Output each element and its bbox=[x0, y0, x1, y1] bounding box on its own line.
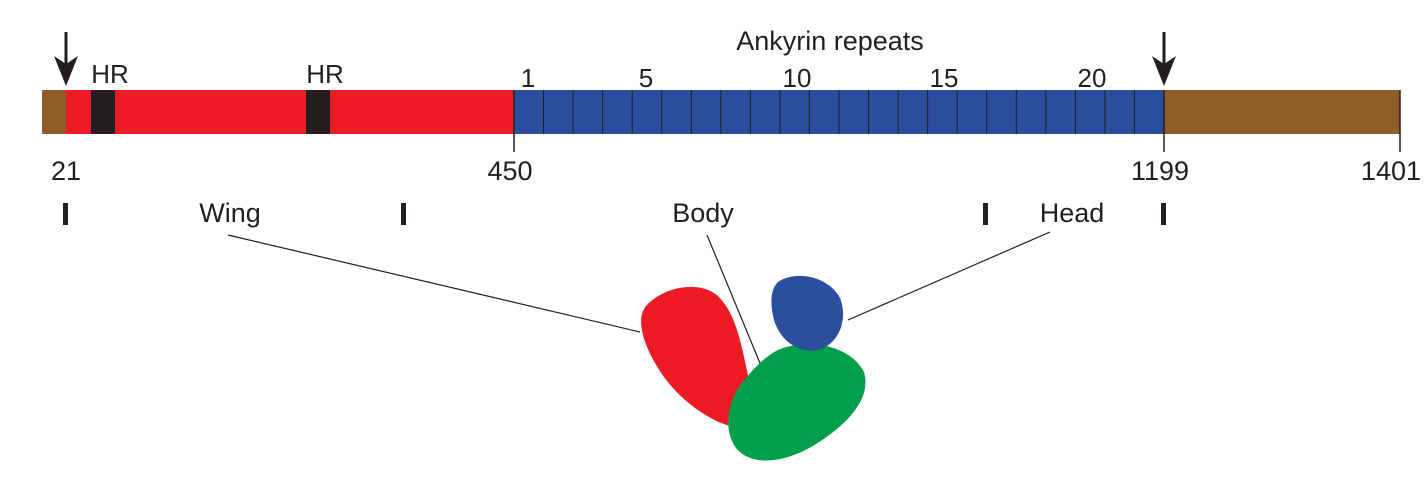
head-domain-shape bbox=[771, 275, 844, 351]
residue-number-1199: 1199 bbox=[1131, 156, 1189, 186]
domain-bar bbox=[42, 90, 1401, 152]
hr-label-1: HR bbox=[91, 59, 129, 89]
hr-block-2 bbox=[306, 90, 330, 134]
repeat-number-5: 5 bbox=[639, 63, 653, 93]
c-terminal-segment bbox=[1164, 90, 1400, 134]
residue-number-1401: 1401 bbox=[1361, 156, 1421, 186]
residue-number-21: 21 bbox=[51, 156, 81, 186]
hr-label-2: HR bbox=[306, 59, 344, 89]
body-leader-line bbox=[706, 234, 763, 369]
repeat-number-1: 1 bbox=[521, 63, 535, 93]
repeat-number-20: 20 bbox=[1078, 63, 1107, 93]
head-leader-line bbox=[847, 231, 1051, 321]
body-label: Body bbox=[672, 198, 734, 228]
wing-leader-line bbox=[227, 234, 641, 333]
repeat-number-10: 10 bbox=[783, 63, 812, 93]
ankyrin-repeats-title: Ankyrin repeats bbox=[736, 26, 924, 56]
residue-number-450: 450 bbox=[487, 156, 532, 186]
structure-cartoon bbox=[641, 275, 866, 461]
down-arrow-icon bbox=[1152, 32, 1176, 86]
n-terminal-segment bbox=[42, 90, 66, 134]
wing-domain-shape bbox=[641, 286, 752, 427]
wing-region-segment bbox=[66, 90, 514, 134]
hr-block-1 bbox=[91, 90, 115, 134]
region-boundary-marks bbox=[63, 203, 1166, 225]
repeat-dividers bbox=[543, 90, 1135, 134]
head-label: Head bbox=[1040, 198, 1105, 228]
repeat-number-15: 15 bbox=[930, 63, 959, 93]
down-arrow-icon bbox=[54, 32, 78, 86]
body-domain-shape bbox=[728, 344, 866, 461]
wing-label: Wing bbox=[199, 198, 261, 228]
